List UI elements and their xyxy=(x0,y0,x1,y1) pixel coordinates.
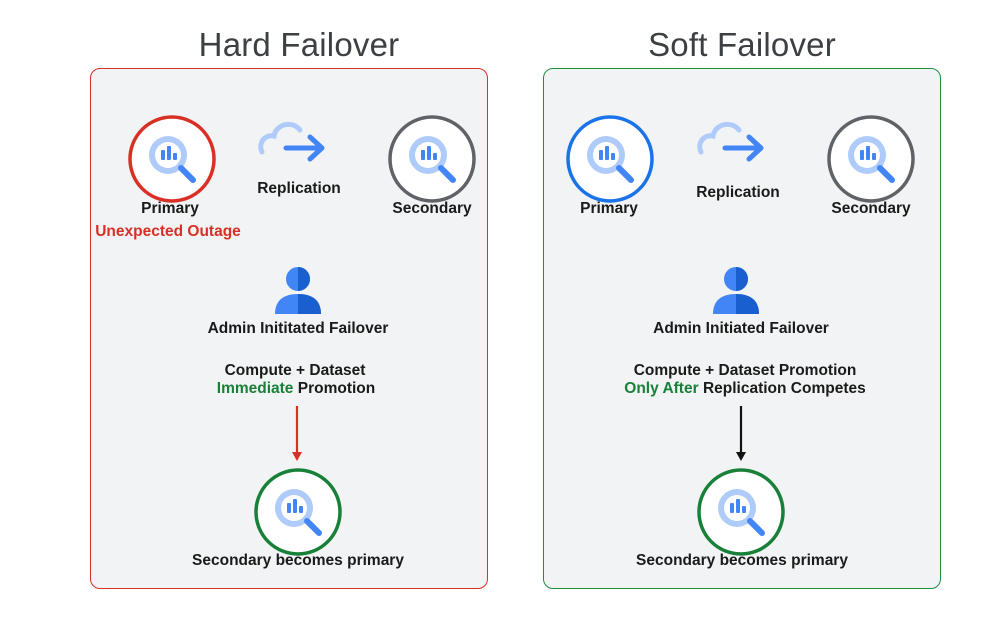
hard-secondary-label: Secondary xyxy=(392,200,472,217)
hard-admin-person-icon xyxy=(275,267,321,314)
soft-result-bigquery-icon xyxy=(697,468,785,556)
hard-promo-line1: Compute + Dataset xyxy=(224,362,366,379)
soft-replication-label: Replication xyxy=(696,184,780,201)
hard-failover-title: Hard Failover xyxy=(198,26,400,63)
primary-bigquery-icon xyxy=(566,115,654,203)
soft-secondary-label: Secondary xyxy=(831,200,911,217)
hard-down-arrow xyxy=(292,406,302,461)
soft-result-label: Secondary becomes primary xyxy=(636,552,848,569)
soft-promo-line1: Compute + Dataset Promotion xyxy=(633,362,857,379)
immediate-highlight: Immediate xyxy=(216,380,294,397)
soft-promo-rest: Replication Competes xyxy=(698,380,866,397)
soft-primary-label: Primary xyxy=(580,200,638,217)
soft-admin-person-icon xyxy=(713,267,759,314)
hard-primary-label: Primary xyxy=(141,200,199,217)
soft-failover-title: Soft Failover xyxy=(648,26,836,63)
hard-result-bigquery-icon xyxy=(254,468,342,556)
soft-down-arrow xyxy=(736,406,746,461)
secondary-bigquery-icon xyxy=(388,115,476,203)
primary-bigquery-icon xyxy=(128,115,216,203)
only-after-highlight: Only After xyxy=(624,380,699,397)
hard-promo-rest: Promotion xyxy=(293,380,376,397)
hard-replication-label: Replication xyxy=(257,180,341,197)
soft-promo-line2: Only After Replication Competes xyxy=(624,380,865,398)
replication-cloud-arrow-icon xyxy=(697,121,764,162)
hard-promo-line2: Immediate Promotion xyxy=(217,380,375,398)
secondary-bigquery-icon xyxy=(827,115,915,203)
replication-cloud-arrow-icon xyxy=(258,121,325,162)
unexpected-outage-label: Unexpected Outage xyxy=(95,223,241,240)
soft-admin-label: Admin Initiated Failover xyxy=(653,320,829,337)
hard-admin-label: Admin Inititated Failover xyxy=(207,320,389,337)
hard-result-label: Secondary becomes primary xyxy=(192,552,404,569)
